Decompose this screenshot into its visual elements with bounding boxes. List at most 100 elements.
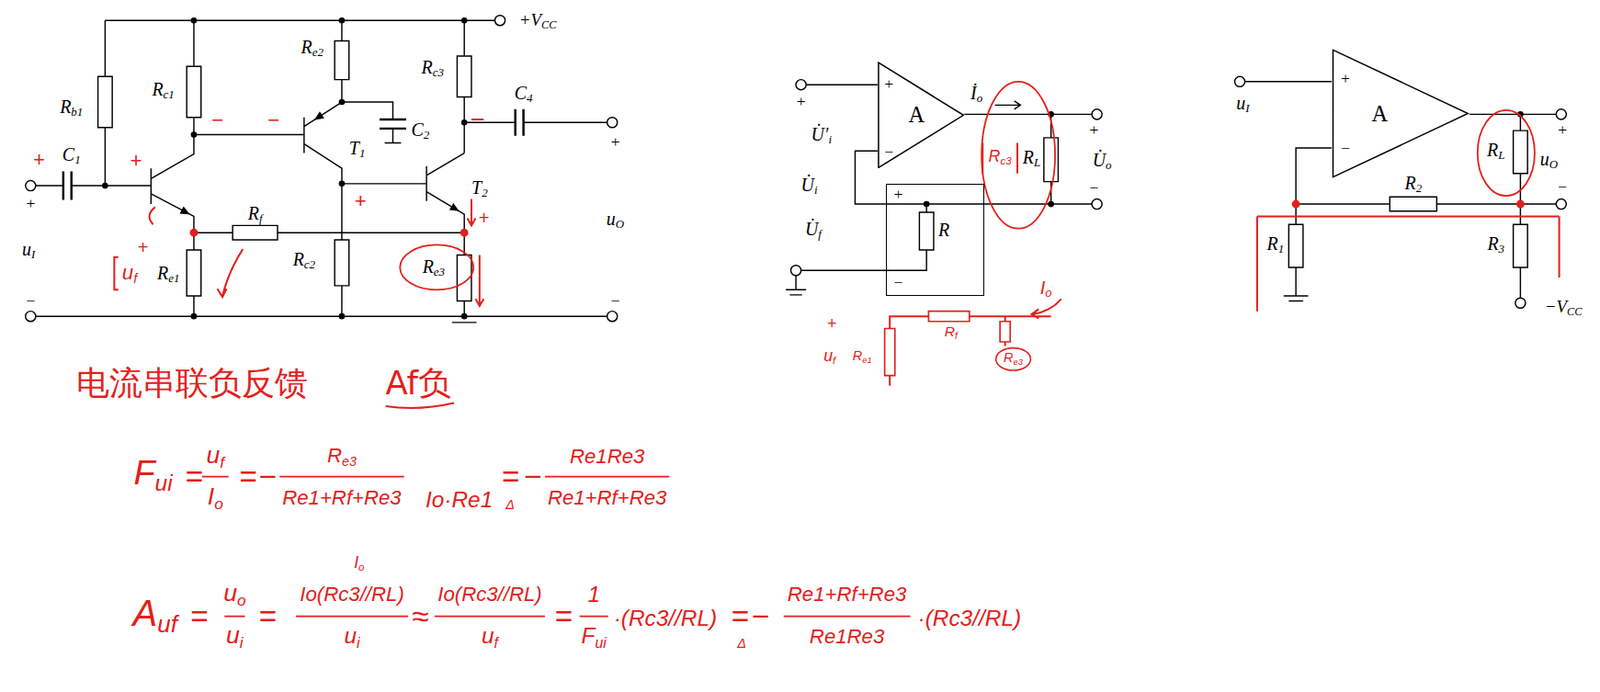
annotation-math: 1 — [587, 583, 601, 606]
circuit-label: C1 — [62, 144, 81, 166]
text-part: F — [581, 623, 596, 648]
annotation-math: = — [238, 461, 257, 492]
circuit-label: R3 — [1486, 234, 1505, 256]
annotation-dot — [190, 200, 1525, 238]
annotation-math: − — [523, 461, 542, 492]
text-part: u — [205, 441, 220, 469]
annotation-math: ui — [344, 624, 361, 651]
resistor-symbol — [98, 40, 1529, 301]
circuit-label: Re3 — [422, 256, 445, 278]
text-subscript: ui — [155, 470, 173, 496]
triangle-shape — [1332, 50, 1468, 178]
text-subscript: e1 — [862, 355, 872, 365]
circuit-label: + — [1088, 122, 1100, 139]
triangle-shape — [878, 62, 964, 168]
text-part: R — [327, 443, 342, 467]
circuit-label: C2 — [411, 120, 431, 142]
annotation-math: = — [184, 461, 203, 492]
annotation-math: uo — [223, 580, 246, 610]
text-subscript: i — [828, 132, 832, 147]
circuit-label: uI — [1236, 93, 1249, 115]
text-part: R — [852, 348, 863, 364]
text-part: I — [353, 553, 359, 572]
circuit-label: Re2 — [301, 37, 324, 59]
illustration-group — [25, 15, 1567, 617]
annotation-math: = — [500, 461, 519, 492]
annotation-math: Io(Rc3//RL) — [299, 584, 404, 605]
text-part: u — [344, 623, 358, 648]
annotation-math: − — [258, 461, 276, 492]
annotation-math: Δ — [737, 635, 747, 649]
text-subscript: 2 — [1416, 181, 1423, 195]
text-part: T — [471, 177, 482, 198]
text-part: I — [1040, 277, 1046, 298]
text-subscript: c1 — [163, 87, 175, 102]
text-part: R — [59, 95, 71, 116]
text-subscript: e1 — [168, 271, 180, 285]
annotation-math: Re1+Rf+Re3 — [547, 487, 668, 509]
text-subscript: f — [494, 635, 499, 651]
text-subscript: o — [214, 494, 224, 513]
text-subscript: 3 — [1498, 242, 1506, 257]
circuit-label: T2 — [471, 178, 488, 200]
junction-dot — [102, 17, 1524, 320]
annotation-note: Af负 — [385, 367, 452, 401]
annotation-math: Io — [353, 555, 364, 574]
annotation-ellipse — [1477, 110, 1535, 196]
text-subscript: ui — [594, 635, 606, 651]
circuit-label: R2 — [1404, 172, 1422, 194]
text-subscript: b1 — [70, 104, 83, 119]
annotation-math: ≈ — [411, 601, 429, 632]
node-text: A — [908, 103, 926, 126]
annotation-math: = — [554, 601, 572, 632]
text-part: u — [481, 623, 495, 648]
text-subscript: I — [1245, 102, 1249, 116]
text-part: u — [22, 238, 32, 260]
text-subscript: 2 — [423, 128, 431, 143]
circuit-label: U̇o — [1092, 150, 1113, 172]
text-part: R — [1022, 147, 1034, 168]
circuit-label: +VCC — [519, 11, 557, 32]
text-part: u — [122, 260, 134, 284]
annotation-math: Re1 — [852, 349, 873, 365]
text-subscript: o — [1044, 286, 1052, 301]
circuit-label: U̇f — [805, 218, 822, 240]
annotation-math: Rf — [944, 324, 958, 341]
text-part: R — [248, 203, 260, 224]
text-subscript: o — [358, 561, 364, 573]
text-subscript: o — [1105, 158, 1113, 173]
node-text: − — [1340, 140, 1351, 158]
annotation-resistor — [885, 311, 1011, 376]
text-part: +V — [519, 10, 542, 30]
annotation-math: Auf — [133, 594, 178, 636]
text-subscript: i — [356, 635, 361, 651]
text-part: u — [1540, 148, 1550, 170]
text-part: −V — [1544, 296, 1567, 317]
text-part: F — [133, 453, 155, 492]
circuit-label: İo — [970, 83, 983, 105]
text-part: R — [1003, 350, 1013, 365]
text-subscript: i — [814, 183, 818, 198]
text-subscript: 1 — [359, 147, 366, 161]
annotation-math: Rc3 — [988, 148, 1012, 168]
annotation-math: uf — [205, 442, 225, 472]
text-part: C — [411, 119, 424, 140]
text-part: U̇ — [1092, 149, 1106, 171]
text-subscript: I — [31, 247, 35, 261]
text-subscript: L — [1033, 156, 1041, 171]
text-subscript: i — [239, 633, 244, 652]
node-text: A — [1372, 102, 1389, 125]
annotation-math: + — [827, 316, 837, 333]
circuit-label: + — [1556, 122, 1568, 139]
annotation-math: Io — [207, 484, 224, 513]
annotation-ellipse — [981, 81, 1056, 229]
text-part: U̇ — [800, 174, 814, 195]
text-subscript: e3 — [341, 453, 357, 469]
text-subscript: O — [1549, 158, 1558, 172]
node-text: + — [1340, 70, 1351, 88]
annotation-math: ·(Rc3//RL) — [613, 607, 718, 630]
annotation-math: Fui — [133, 455, 172, 496]
text-part: R — [157, 261, 169, 283]
text-part: U̇′ — [811, 123, 829, 144]
